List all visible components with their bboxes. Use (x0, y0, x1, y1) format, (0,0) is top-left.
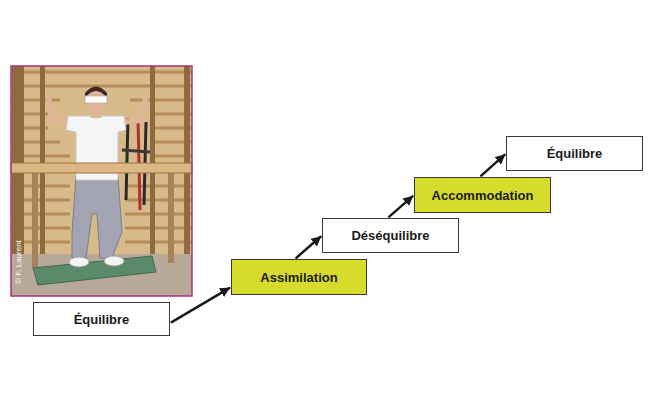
stage-label: Déséquilibre (351, 228, 429, 243)
stage-label: Assimilation (260, 270, 337, 285)
arrow-connector (296, 237, 320, 258)
stage-label: Équilibre (74, 312, 130, 327)
arrow-connector (172, 288, 230, 322)
stage-label: Équilibre (547, 146, 603, 161)
stage-box: Équilibre (506, 136, 643, 171)
stage-label: Accommodation (432, 188, 534, 203)
stage-box: Déséquilibre (322, 218, 459, 253)
process-box-highlight: Accommodation (414, 177, 551, 213)
photo (11, 66, 192, 296)
photo-credit: © F. Laurent (14, 240, 23, 284)
arrow-connector (481, 155, 504, 176)
arrow-connector (389, 196, 412, 216)
stage-box: Équilibre (33, 302, 170, 336)
process-box-highlight: Assimilation (231, 259, 367, 295)
